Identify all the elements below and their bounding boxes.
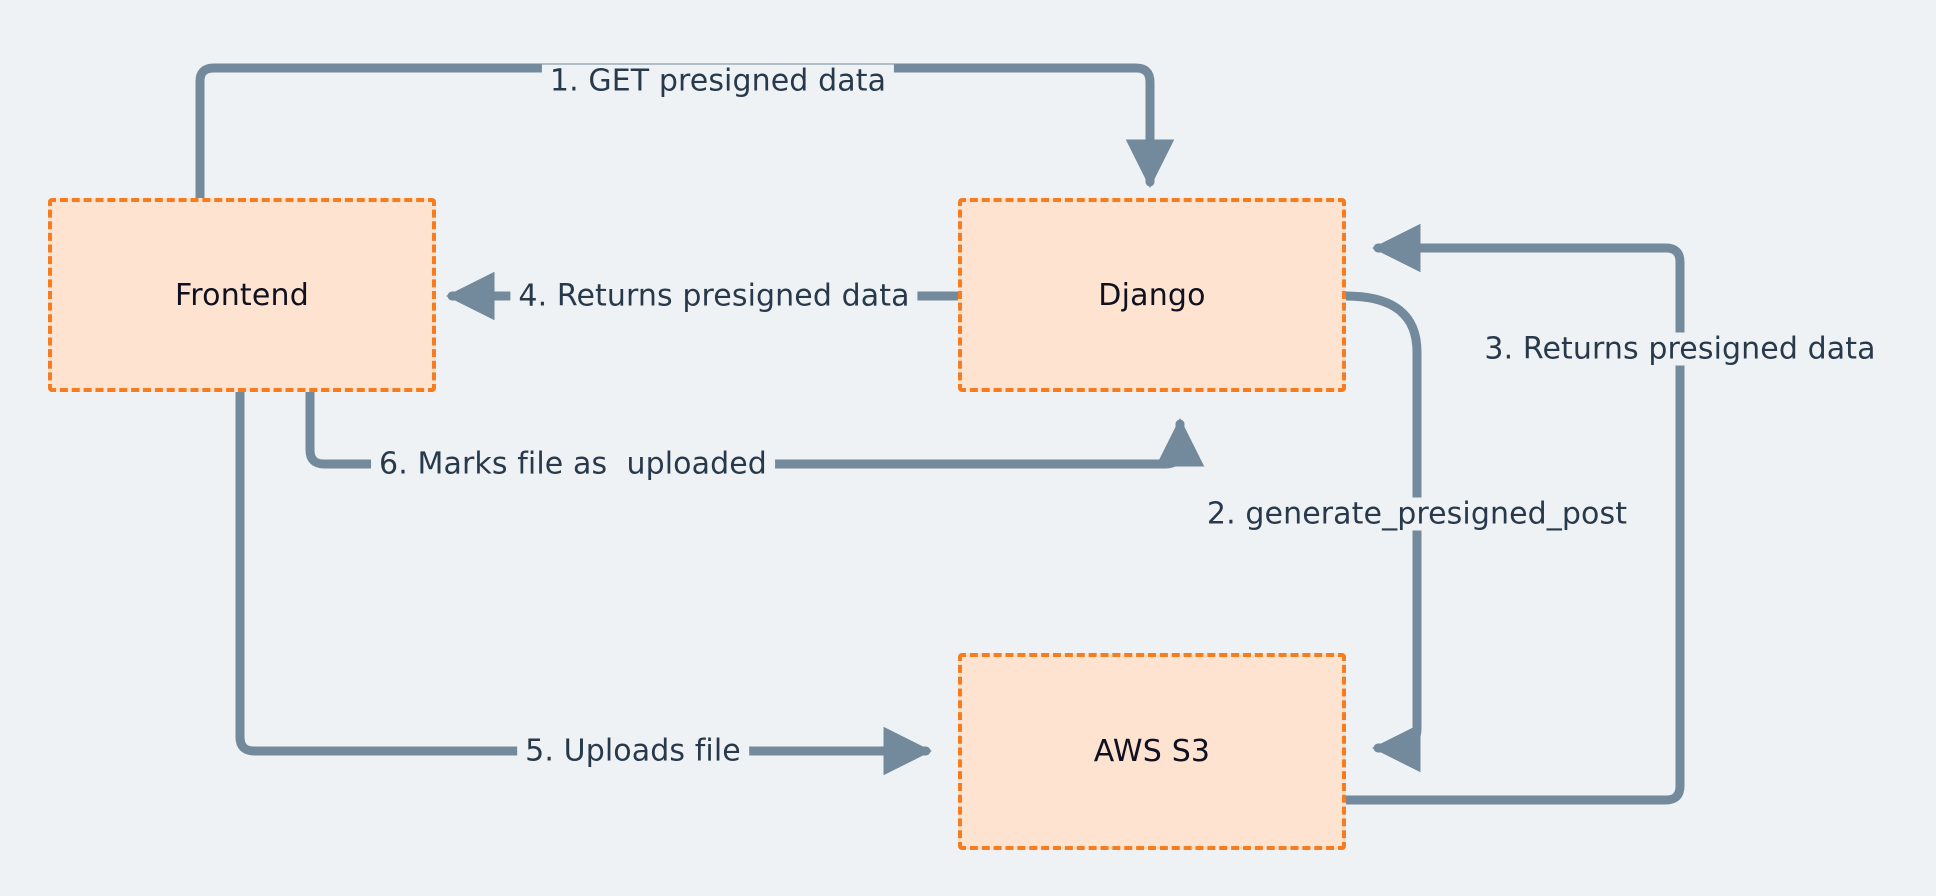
- edge-label-5: 5. Uploads file: [517, 734, 749, 768]
- edge-label-1: 1. GET presigned data: [541, 64, 895, 98]
- node-frontend[interactable]: Frontend: [48, 198, 436, 392]
- node-frontend-label: Frontend: [175, 277, 309, 313]
- edge-label-6: 6. Marks file as uploaded: [371, 447, 775, 481]
- edge-path-2: [1341, 291, 1422, 773]
- edge-label-2: 2. generate_presigned_post: [1198, 497, 1636, 531]
- edge-label-4: 4. Returns presigned data: [510, 279, 918, 313]
- node-django[interactable]: Django: [958, 198, 1346, 392]
- node-django-label: Django: [1098, 277, 1206, 313]
- node-aws-s3-label: AWS S3: [1093, 734, 1211, 769]
- edge-path-5: [235, 387, 933, 776]
- edge-path-3: [1341, 223, 1685, 805]
- node-aws-s3[interactable]: AWS S3: [958, 653, 1346, 850]
- edge-label-3: 3. Returns presigned data: [1476, 332, 1884, 366]
